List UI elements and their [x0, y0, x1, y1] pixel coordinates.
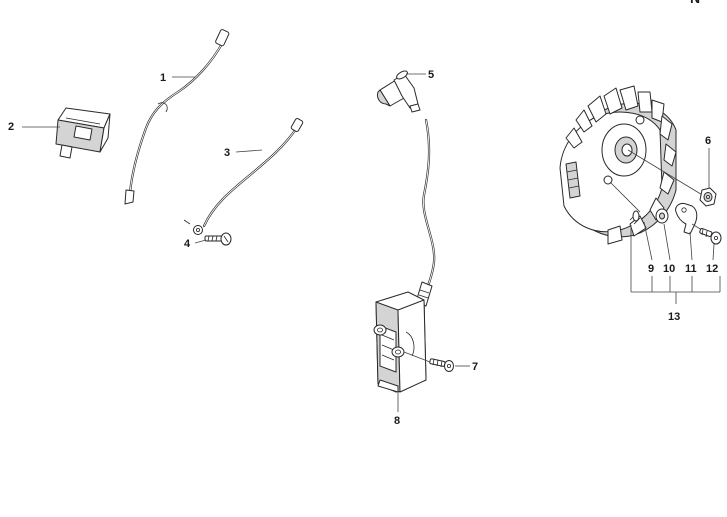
callout-10: 10	[663, 223, 675, 275]
callout-8: 8	[394, 392, 400, 427]
svg-text:13: 13	[668, 311, 680, 323]
part-12-screw	[691, 223, 722, 245]
part-7-screw	[403, 351, 454, 372]
part-2-stop-switch	[55, 107, 111, 159]
svg-text:7: 7	[472, 361, 478, 373]
callout-13-bracket	[630, 225, 721, 304]
part-6-nut	[627, 149, 717, 207]
callout-9: 9	[643, 221, 654, 275]
part-9-spring	[609, 181, 641, 225]
svg-text:12: 12	[706, 263, 718, 275]
callout-3: 3	[224, 147, 263, 159]
svg-text:9: 9	[648, 263, 654, 275]
svg-text:10: 10	[663, 263, 675, 275]
part-1-wire-lead	[124, 29, 230, 205]
svg-text:1: 1	[160, 72, 166, 84]
callout-6: 6	[705, 135, 711, 188]
callout-2: 2	[8, 121, 60, 133]
svg-text:2: 2	[8, 121, 14, 133]
callout-5: 5	[406, 69, 434, 81]
svg-text:11: 11	[685, 263, 697, 275]
svg-text:5: 5	[428, 69, 434, 81]
svg-text:4: 4	[184, 238, 191, 250]
flywheel	[559, 85, 677, 245]
callout-4: 4	[184, 238, 207, 250]
callout-12: 12	[706, 243, 718, 275]
part-5-spark-plug-cap	[377, 70, 421, 113]
part-8-ignition-module	[373, 281, 433, 393]
callout-7: 7	[455, 361, 478, 373]
part-11-pawl	[675, 203, 698, 235]
svg-text:3: 3	[224, 147, 230, 159]
callout-13: 13	[668, 311, 680, 323]
ignition-cable	[422, 118, 436, 288]
svg-text:6: 6	[705, 135, 711, 147]
corner-mark: N	[690, 0, 700, 6]
part-3-ground-wire	[183, 118, 304, 235]
part-10-washer	[655, 208, 669, 224]
callout-11: 11	[685, 231, 697, 275]
part-4-screw	[204, 232, 232, 246]
svg-text:8: 8	[394, 415, 400, 427]
callout-1: 1	[160, 72, 195, 84]
